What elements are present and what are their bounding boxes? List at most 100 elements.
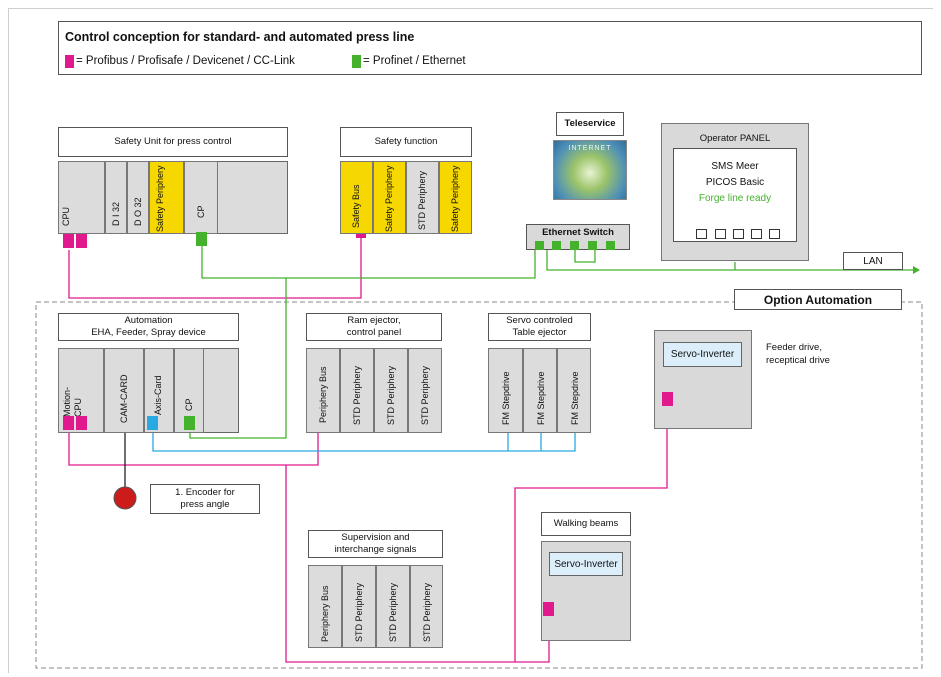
supervision-slot-std-periphery: STD Periphery bbox=[342, 565, 376, 648]
safety-function-slot-std-periphery: STD Periphery bbox=[406, 161, 439, 234]
slot-label: STD Periphery bbox=[420, 365, 430, 425]
encoder-line-1: 1. Encoder for bbox=[175, 487, 235, 498]
servo-table-slot-fm-stepdrive-2: FM Stepdrive bbox=[523, 348, 557, 433]
teleservice-label: Teleservice bbox=[564, 118, 616, 129]
slot-label: STD Periphery bbox=[386, 365, 396, 425]
screen-line-2: PICOS Basic bbox=[705, 177, 765, 188]
frame-top-border bbox=[8, 8, 933, 9]
feeder-caption-line-1: Feeder drive, bbox=[766, 342, 822, 353]
switch-port bbox=[535, 241, 544, 250]
safety-function-slot-safety-periphery: Safety Periphery bbox=[373, 161, 406, 234]
safety-function-slot-safety-bus: Safety Bus bbox=[340, 161, 373, 234]
profinet-port bbox=[196, 232, 207, 246]
supervision-slot-std-periphery-2: STD Periphery bbox=[376, 565, 410, 648]
automation-title-line-2: EHA, Feeder, Spray device bbox=[91, 327, 206, 338]
profinet-legend-swatch bbox=[352, 55, 361, 68]
safety-function-slot-safety-periphery-2: Safety Periphery bbox=[439, 161, 472, 234]
operator-panel-title: Operator PANEL bbox=[699, 133, 771, 144]
slot-label: STD Periphery bbox=[417, 170, 427, 230]
slot-label: STD Periphery bbox=[354, 582, 364, 642]
profibus-port bbox=[76, 416, 87, 430]
slot-label: D O 32 bbox=[133, 197, 143, 226]
feeder-caption-line-2: receptical drive bbox=[766, 355, 830, 366]
slot-label: FM Stepdrive bbox=[536, 371, 546, 425]
encoder-icon bbox=[113, 486, 137, 510]
teleservice-title: Teleservice bbox=[556, 112, 624, 136]
panel-key-3[interactable] bbox=[733, 229, 744, 239]
slot-label: CP bbox=[184, 398, 194, 411]
safety-unit-slot-cp: CP bbox=[184, 161, 218, 234]
safety-unit-slot-di32: D I 32 bbox=[105, 161, 127, 234]
axis-bus-lines bbox=[152, 430, 576, 452]
safety-unit-title: Safety Unit for press control bbox=[58, 127, 288, 157]
supervision-slot-std-periphery-3: STD Periphery bbox=[410, 565, 443, 648]
profibus-port bbox=[356, 234, 366, 238]
servo-table-title-line-1: Servo controled bbox=[506, 315, 573, 326]
slot-label: STD Periphery bbox=[352, 365, 362, 425]
option-automation-region bbox=[35, 301, 923, 669]
header-panel bbox=[58, 21, 922, 75]
panel-key-2[interactable] bbox=[715, 229, 726, 239]
feeder-servo-inverter: Servo-Inverter bbox=[663, 342, 742, 367]
supervision-title-line-2: interchange signals bbox=[334, 544, 417, 555]
lan-label-box: LAN bbox=[843, 252, 903, 270]
operator-panel-screen: SMS Meer PICOS Basic Forge line ready bbox=[673, 148, 797, 242]
supervision-slot-periphery-bus: Periphery Bus bbox=[308, 565, 342, 648]
slot-label: Motion- CPU bbox=[62, 386, 83, 417]
slot-label: Safety Periphery bbox=[384, 165, 394, 232]
automation-slot-cam-card: CAM-CARD bbox=[104, 348, 144, 433]
profinet-legend-label: = Profinet / Ethernet bbox=[363, 55, 466, 67]
slot-label: Axis-Card bbox=[153, 375, 163, 415]
feeder-caption: Feeder drive, receptical drive bbox=[766, 341, 830, 367]
frame-left-border bbox=[8, 8, 9, 673]
ram-ejector-title: Ram ejector, control panel bbox=[306, 313, 442, 341]
profinet-port bbox=[184, 416, 195, 430]
slot-label: CAM-CARD bbox=[119, 374, 129, 424]
switch-port bbox=[606, 241, 615, 250]
slot-label: Periphery Bus bbox=[318, 366, 328, 423]
screen-line-1: SMS Meer bbox=[711, 161, 759, 172]
slot-label: STD Periphery bbox=[422, 582, 432, 642]
profinet-lines bbox=[189, 246, 913, 439]
safety-unit-slot-do32: D O 32 bbox=[127, 161, 149, 234]
panel-key-4[interactable] bbox=[751, 229, 762, 239]
panel-key-5[interactable] bbox=[769, 229, 780, 239]
profibus-legend-swatch bbox=[65, 55, 74, 68]
ram-ejector-slot-std-periphery: STD Periphery bbox=[340, 348, 374, 433]
internet-globe-icon: INTERNET bbox=[553, 140, 627, 200]
walking-beams-servo-inverter: Servo-Inverter bbox=[549, 552, 623, 576]
servo-table-slot-fm-stepdrive: FM Stepdrive bbox=[488, 348, 523, 433]
automation-title: Automation EHA, Feeder, Spray device bbox=[58, 313, 239, 341]
profibus-port bbox=[662, 392, 673, 406]
profibus-port bbox=[543, 602, 554, 616]
slot-label: FM Stepdrive bbox=[570, 371, 580, 425]
encoder-label-box: 1. Encoder for press angle bbox=[150, 484, 260, 514]
slot-label: Safety Periphery bbox=[450, 165, 460, 232]
servo-table-ejector-title: Servo controled Table ejector bbox=[488, 313, 591, 341]
safety-function-title: Safety function bbox=[340, 127, 472, 157]
profibus-port bbox=[63, 234, 74, 248]
supervision-title: Supervision and interchange signals bbox=[308, 530, 443, 558]
ram-ejector-slot-std-periphery-2: STD Periphery bbox=[374, 348, 408, 433]
slot-label: CPU bbox=[61, 206, 71, 226]
axis-bus-port bbox=[147, 416, 158, 430]
ram-ejector-slot-periphery-bus: Periphery Bus bbox=[306, 348, 340, 433]
ram-ejector-title-line-1: Ram ejector, bbox=[347, 315, 401, 326]
switch-port bbox=[570, 241, 579, 250]
ethernet-switch-label: Ethernet Switch bbox=[542, 227, 614, 238]
supervision-title-line-1: Supervision and bbox=[341, 532, 410, 543]
servo-table-title-line-2: Table ejector bbox=[512, 327, 567, 338]
safety-unit-slot-cpu: CPU bbox=[58, 161, 105, 234]
ram-ejector-title-line-2: control panel bbox=[346, 327, 402, 338]
ram-ejector-slot-std-periphery-3: STD Periphery bbox=[408, 348, 442, 433]
slot-label: FM Stepdrive bbox=[501, 371, 511, 425]
profibus-legend-label: = Profibus / Profisafe / Devicenet / CC-… bbox=[76, 55, 295, 67]
slot-label: CP bbox=[196, 205, 206, 218]
internet-label: INTERNET bbox=[568, 145, 612, 152]
walking-beams-title: Walking beams bbox=[541, 512, 631, 536]
automation-title-line-1: Automation bbox=[124, 315, 173, 326]
panel-key-1[interactable] bbox=[696, 229, 707, 239]
servo-table-slot-fm-stepdrive-3: FM Stepdrive bbox=[557, 348, 591, 433]
slot-label: STD Periphery bbox=[388, 582, 398, 642]
